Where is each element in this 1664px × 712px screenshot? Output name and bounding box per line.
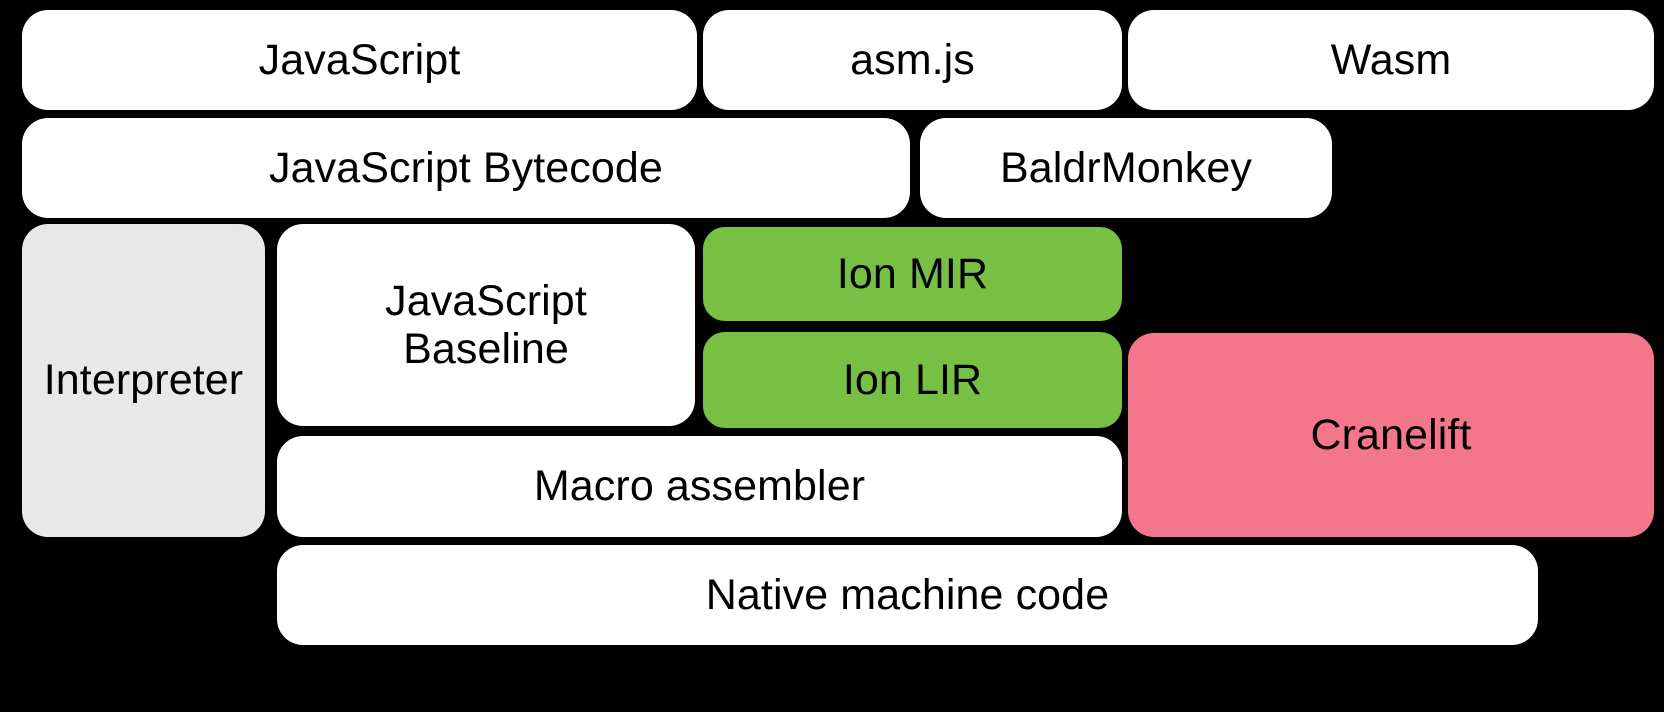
box-javascript[interactable]: JavaScript xyxy=(22,10,697,110)
box-javascript-bytecode[interactable]: JavaScript Bytecode xyxy=(22,118,910,218)
box-baldrmonkey[interactable]: BaldrMonkey xyxy=(920,118,1332,218)
box-ion-lir[interactable]: Ion LIR xyxy=(703,332,1122,428)
box-macro-assembler[interactable]: Macro assembler xyxy=(277,436,1122,537)
box-wasm[interactable]: Wasm xyxy=(1128,10,1654,110)
box-javascript-baseline[interactable]: JavaScript Baseline xyxy=(277,224,695,426)
box-ion-mir[interactable]: Ion MIR xyxy=(703,227,1122,321)
box-cranelift[interactable]: Cranelift xyxy=(1128,333,1654,537)
box-native-machine-code[interactable]: Native machine code xyxy=(277,545,1538,645)
box-interpreter[interactable]: Interpreter xyxy=(22,224,265,537)
box-asm-js[interactable]: asm.js xyxy=(703,10,1122,110)
